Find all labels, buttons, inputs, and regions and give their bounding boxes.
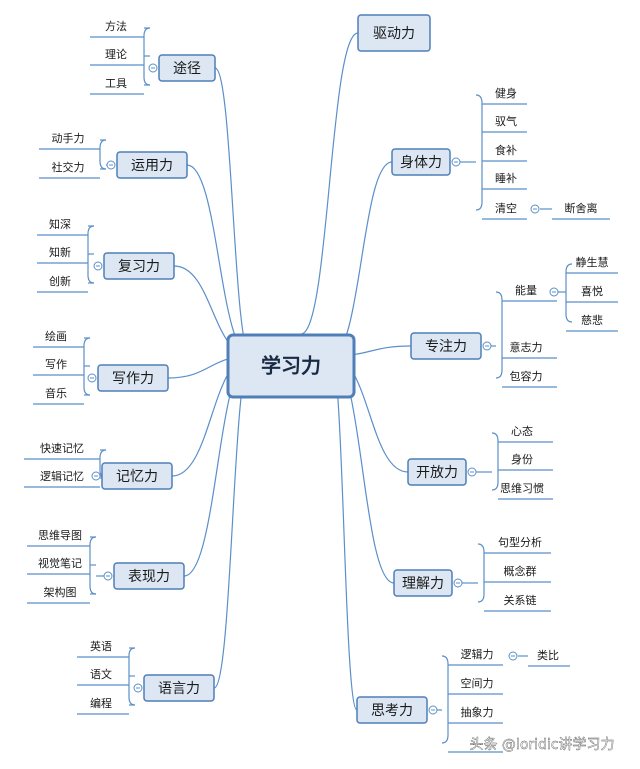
zhuanzhu-leaf-0: 能量 [515,283,537,297]
biaoxian-leaf-1: 视觉笔记 [38,556,82,570]
yunyong-leaf-1: 社交力 [52,160,85,174]
shenti-leaf-0: 健身 [495,86,517,100]
jiyi-box[interactable] [101,462,173,490]
qudong-label: 驱动力 [373,26,415,42]
xiezuo-leaf-1: 写作 [45,358,67,371]
yuyan-label: 语言力 [158,681,200,697]
sikao-leaf-3: ... [472,735,483,748]
tujing-label: 途径 [173,60,201,77]
zhuanzhu-sub-leaf-0: 静生慧 [576,255,609,269]
qudong-connector [300,32,359,335]
xiezuo-leaf-0: 绘画 [45,329,67,343]
biaoxian-box[interactable] [113,562,185,590]
zhuanzhu-box[interactable] [410,332,482,360]
center-label: 学习力 [261,354,321,378]
kaifang-bracket [491,432,499,491]
shenti-leaf-3: 睡补 [495,172,517,185]
kaifang-leaf-1: 身份 [511,452,533,466]
lijie-label: 理解力 [402,576,444,592]
jiyi-leaf-0: 快速记忆 [40,442,84,455]
tujing-connector [214,67,252,357]
fuxi-leaf-0: 知深 [49,217,71,231]
yuyan-leaf-1: 语文 [90,667,112,681]
yunyong-box[interactable] [116,151,188,179]
connector-lines [24,27,618,753]
yuyan-connector [213,355,252,689]
xiezuo-box[interactable] [97,364,169,392]
sikao-leaf-2: 抽象力 [461,705,494,719]
sikao-sub-leaf-0: 类比 [537,648,559,662]
sikao-label: 思考力 [371,703,413,719]
biaoxian-leaf-2: 架构图 [44,585,77,599]
kaifang-leaf-0: 心态 [511,425,533,438]
zhuanzhu-sub-leaf-2: 慈悲 [581,313,603,327]
lijie-leaf-0: 句型分析 [498,535,542,549]
xiezuo-leaf-2: 音乐 [45,386,67,400]
sikao-leaf-0: 逻辑力 [461,647,494,661]
yuyan-leaf-2: 编程 [90,696,112,710]
fuxi-label: 复习力 [118,258,160,275]
kaifang-leaf-2: 思维习惯 [500,481,544,495]
zhuanzhu-leaf-1: 意志力 [510,340,543,354]
jiyi-label: 记忆力 [116,469,158,485]
zhuanzhu-bracket [495,291,503,379]
zhuanzhu-sub-leaf-1: 喜悦 [581,284,603,298]
watermark-text: 头条 @loridic讲学习力 [469,736,614,753]
kaifang-label: 开放力 [416,465,458,481]
tujing-leaf-0: 方法 [105,19,127,33]
zhuanzhu-sub-bracket [565,263,573,323]
tujing-leaf-2: 工具 [105,77,127,90]
tujing-box[interactable] [158,54,216,82]
yunyong-bracket [99,139,107,170]
lijie-leaf-1: 概念群 [504,564,537,578]
yuyan-leaf-0: 英语 [90,639,112,653]
shenti-sub-leaf-0: 断舍离 [565,201,598,215]
kaifang-box[interactable] [407,458,467,486]
shenti-bracket [475,94,483,211]
fuxi-leaf-1: 知新 [49,245,71,259]
tujing-leaf-1: 理论 [105,47,127,61]
lijie-leaf-2: 关系链 [504,593,537,607]
jiyi-leaf-1: 逻辑记忆 [40,469,84,483]
shenti-leaf-4: 清空 [495,201,517,215]
yuyan-box[interactable] [143,674,215,702]
fuxi-box[interactable] [103,252,175,280]
biaoxian-label: 表现力 [128,569,170,585]
yunyong-label: 运用力 [131,158,173,174]
lijie-bracket [477,543,485,603]
shenti-leaf-1: 驭气 [495,114,517,128]
shenti-label: 身体力 [400,155,442,171]
zhuanzhu-leaf-2: 包容力 [510,369,543,383]
shenti-connector [330,161,393,357]
sikao-leaf-1: 空间力 [461,676,494,690]
fuxi-leaf-2: 创新 [49,274,71,288]
lijie-box[interactable] [393,569,453,597]
xiezuo-label: 写作力 [112,371,154,387]
zhuanzhu-label: 专注力 [425,339,467,355]
shenti-leaf-2: 食补 [495,143,517,157]
sikao-box[interactable] [356,696,428,724]
center-node[interactable] [226,333,356,399]
sikao-bracket [441,655,449,744]
shenti-box[interactable] [391,148,451,176]
biaoxian-leaf-0: 思维导图 [38,529,82,542]
qudong-box[interactable] [357,14,431,52]
yunyong-leaf-0: 动手力 [52,131,85,145]
yunyong-connector [186,164,252,357]
